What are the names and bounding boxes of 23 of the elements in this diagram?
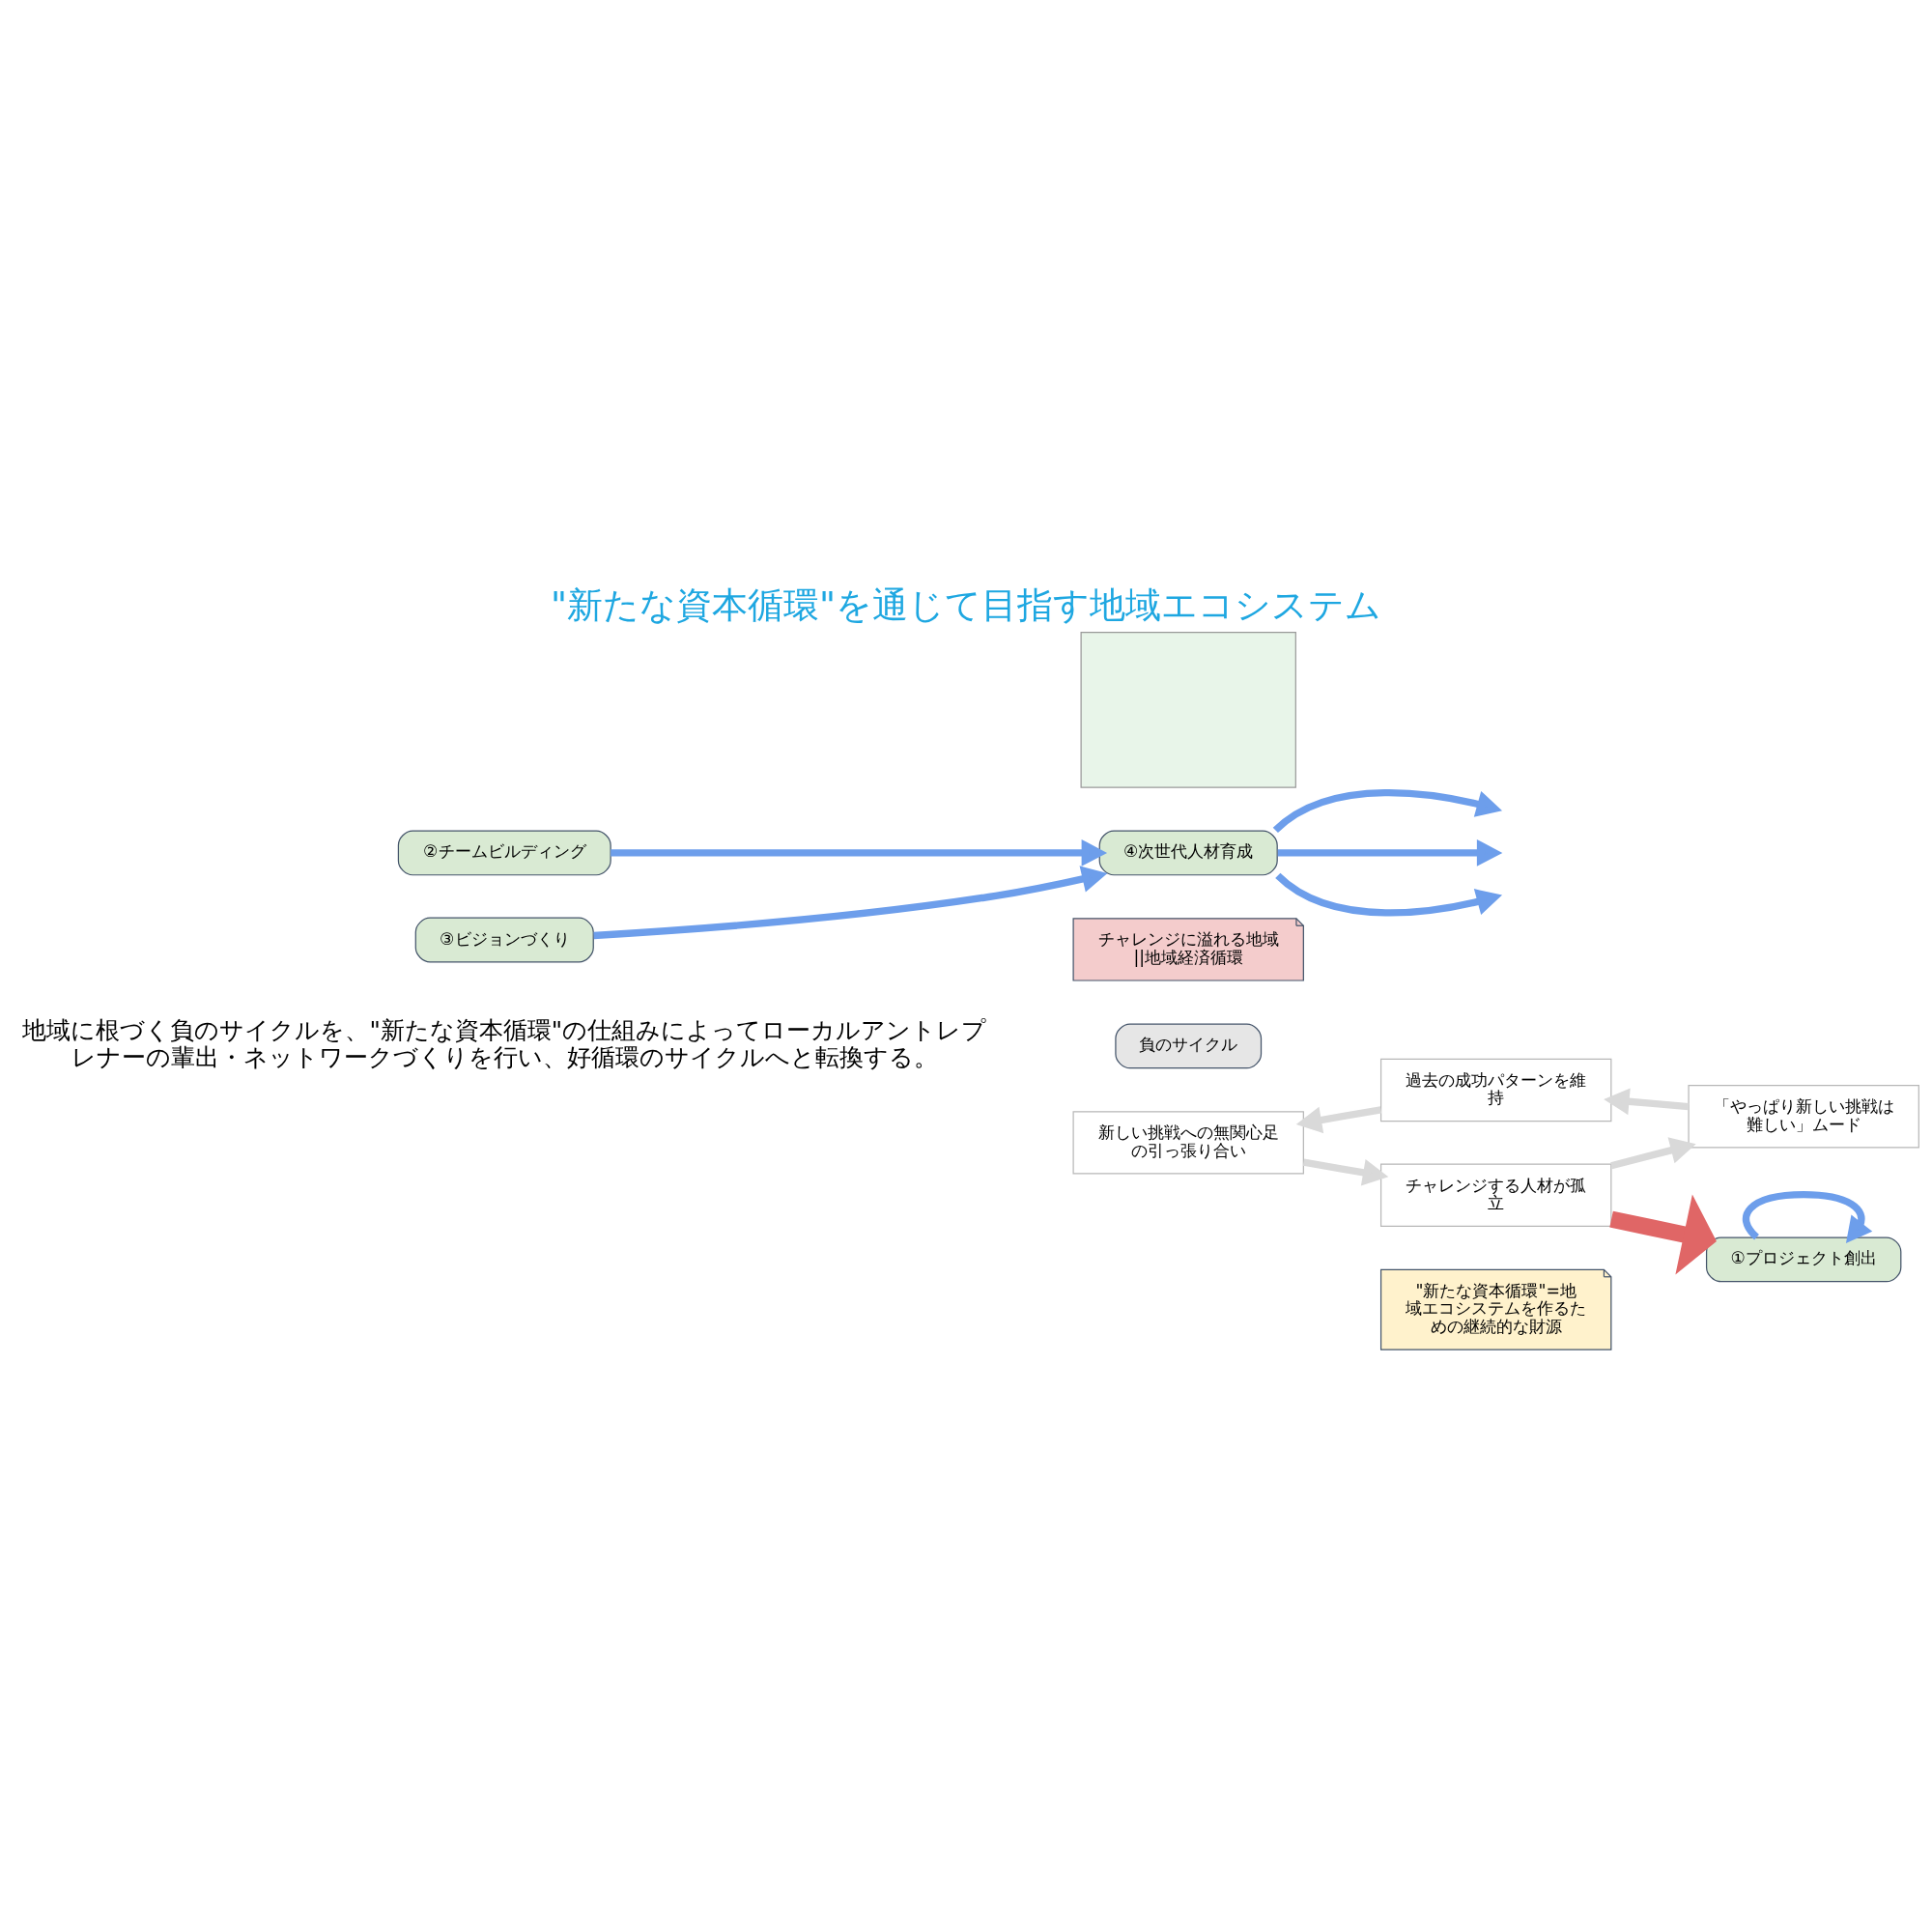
- diagram-title: "新たな資本循環"を通じて目指す地域エコシステム: [550, 583, 1382, 625]
- node-box: ②チームビルディング: [397, 829, 611, 875]
- arrow: [1609, 1193, 1717, 1274]
- arrow: [1272, 788, 1503, 833]
- arrow: [1277, 838, 1503, 867]
- node-box: 「やっぱり新しい挑戦は難しい」ムード: [1688, 1084, 1919, 1148]
- arrow: [611, 838, 1108, 867]
- node-box: チャレンジする人材が孤立: [1379, 1163, 1612, 1227]
- arrow: [1604, 1087, 1690, 1115]
- arrow: [1275, 872, 1503, 917]
- node-box: ④次世代人材育成: [1098, 829, 1278, 875]
- arrow: [1742, 1190, 1873, 1243]
- node-box: ③ビジョンづくり: [414, 917, 594, 962]
- arrow: [1610, 1136, 1696, 1169]
- node-box: ①プロジェクト創出: [1705, 1236, 1902, 1282]
- label: 地域に根づく負のサイクルを、"新たな資本循環"の仕組みによってローカルアントレプレナーの輩出・ネットワークづくりを行い、好循環のサイクルへと転換する。: [22, 1015, 987, 1071]
- arrow: [1295, 1105, 1382, 1133]
- arrow: [1302, 1158, 1389, 1185]
- node-box: 新しい挑戦への無関心足の引っ張り合い: [1072, 1110, 1304, 1175]
- arrow: [593, 865, 1108, 939]
- node-box: 負のサイクル: [1115, 1022, 1263, 1068]
- node-box: [1080, 631, 1296, 788]
- node-box: 過去の成功パターンを維持: [1379, 1058, 1612, 1122]
